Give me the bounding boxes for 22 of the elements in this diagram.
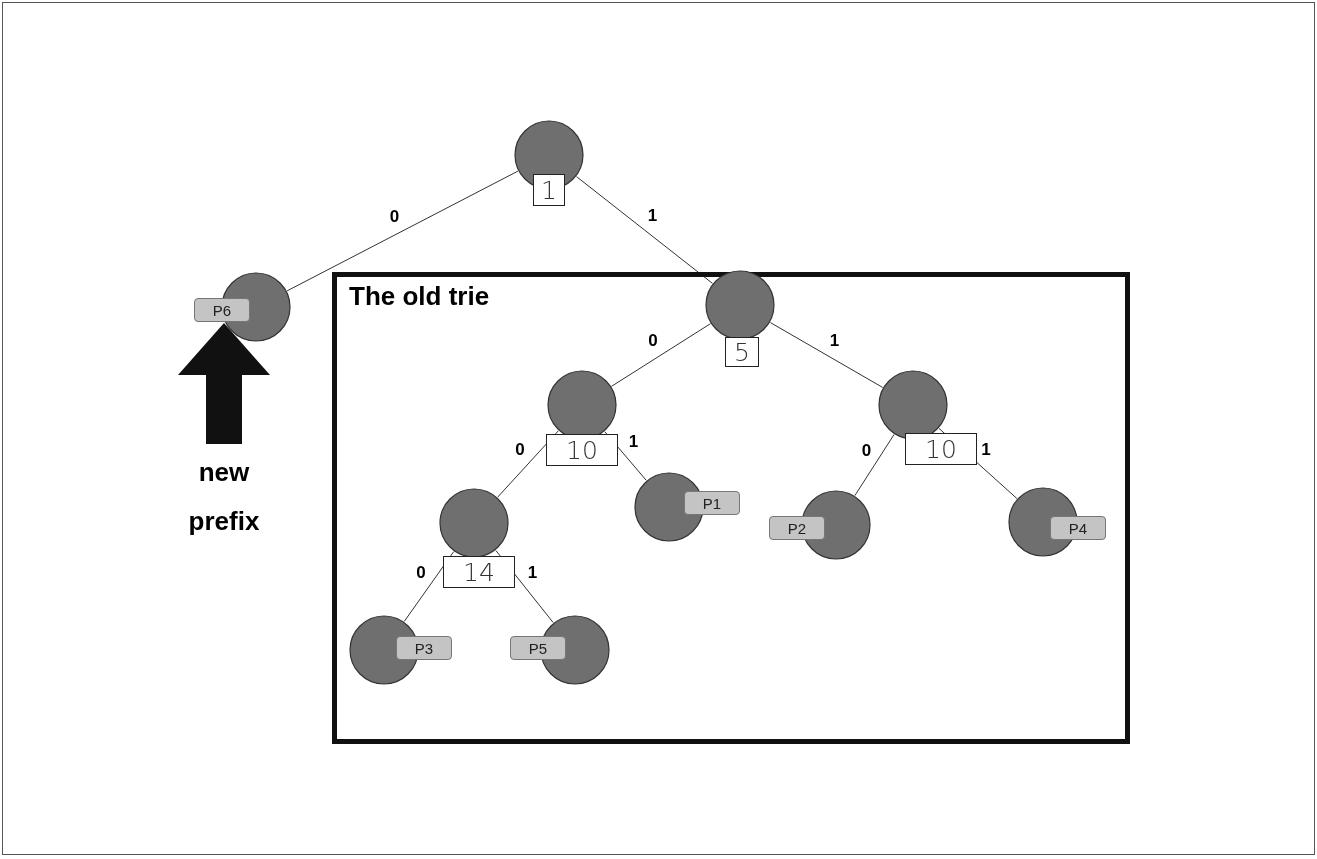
frame-box — [332, 272, 1130, 744]
annotation-text: new prefix — [169, 448, 279, 546]
trie-edge — [611, 323, 711, 387]
trie-edge — [497, 430, 559, 498]
trie-edge — [854, 433, 895, 497]
trie-edge — [286, 170, 519, 292]
prefix-label: P1 — [684, 491, 740, 515]
prefix-label: P3 — [396, 636, 452, 660]
block-arrow — [178, 323, 270, 444]
trie-edge — [576, 176, 713, 284]
trie-edge — [403, 551, 455, 622]
bit-index-label: 10 — [905, 433, 977, 465]
frame-heading: The old trie — [349, 281, 490, 312]
bit-index-label: 1 — [533, 174, 565, 206]
trie-edge — [769, 322, 884, 388]
prefix-label: P5 — [510, 636, 566, 660]
bit-index-label: 14 — [443, 556, 515, 588]
prefix-label: P2 — [769, 516, 825, 540]
prefix-label: P4 — [1050, 516, 1106, 540]
bit-index-label: 5 — [725, 337, 759, 367]
prefix-label: P6 — [194, 298, 250, 322]
bit-index-label: 10 — [546, 434, 618, 466]
